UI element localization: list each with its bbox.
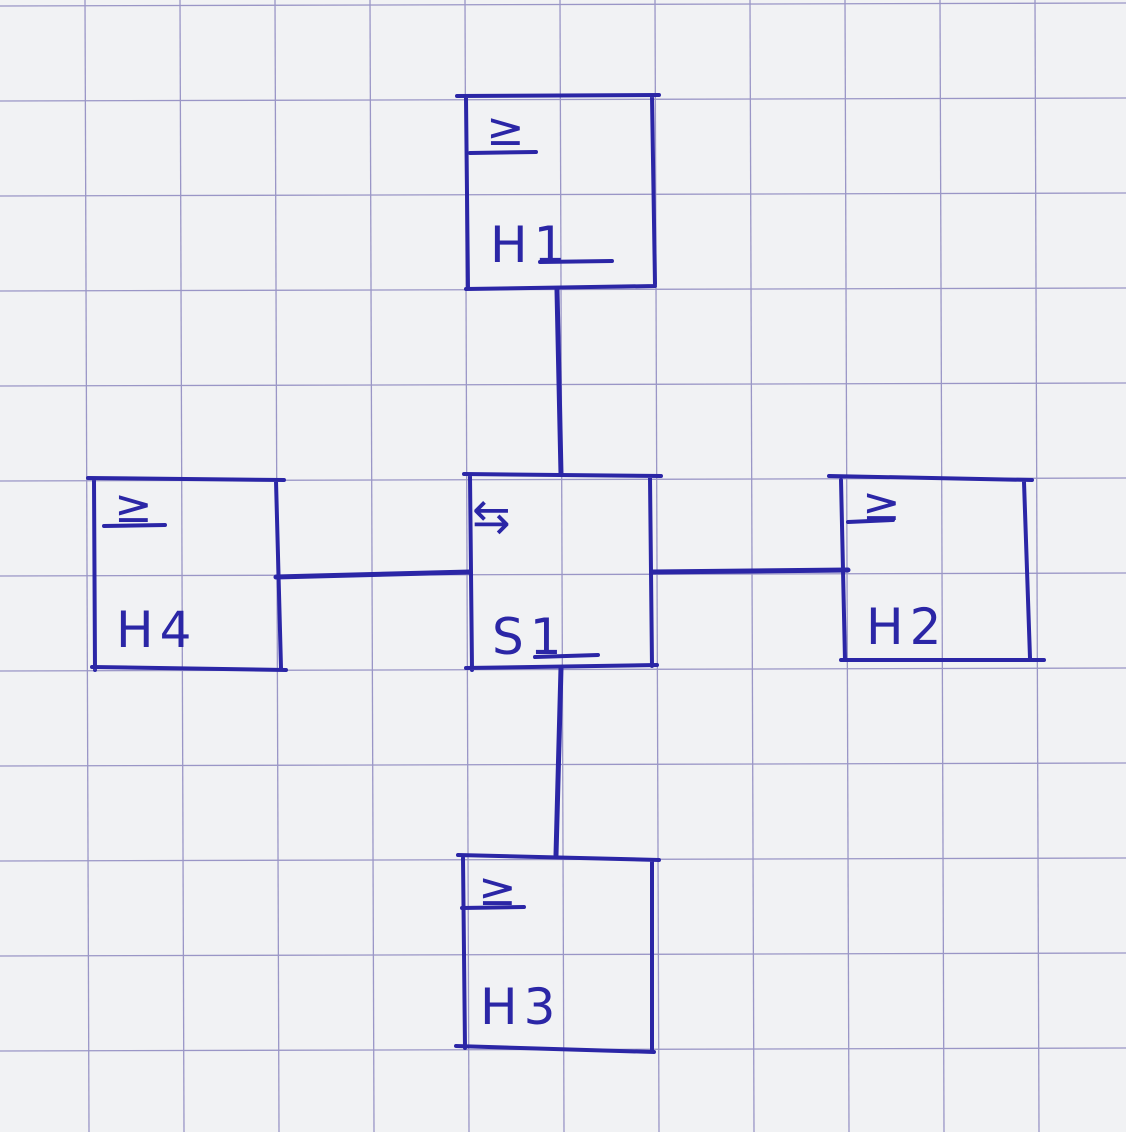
grid-line-horizontal bbox=[0, 192, 1126, 197]
grid-line-horizontal bbox=[0, 382, 1126, 387]
node-s1: ⇆ S1 bbox=[462, 472, 663, 672]
grid-line-horizontal bbox=[0, 952, 1126, 957]
terminal-icon-underline bbox=[846, 518, 895, 524]
edge-s1-h3 bbox=[553, 665, 564, 858]
edges bbox=[273, 287, 851, 858]
edge-s1-h2 bbox=[649, 567, 851, 575]
node-h1-box bbox=[455, 93, 661, 291]
edge-s1-h1 bbox=[554, 287, 564, 477]
terminal-icon: ≥ bbox=[486, 102, 525, 156]
grid-line-vertical bbox=[654, 0, 660, 1132]
grid-line-vertical bbox=[1034, 0, 1040, 1132]
grid-line-horizontal bbox=[0, 287, 1126, 292]
terminal-icon-underline bbox=[102, 523, 167, 528]
node-h2-label: H2 bbox=[866, 598, 947, 656]
grid-line-horizontal bbox=[0, 97, 1126, 102]
grid-line-vertical bbox=[369, 0, 375, 1132]
edge-s1-h4 bbox=[273, 569, 473, 580]
node-h3: ≥ H3 bbox=[454, 853, 661, 1054]
grid-line-horizontal bbox=[0, 572, 1126, 577]
node-h1-label: H1 bbox=[490, 216, 571, 274]
grid-line-vertical bbox=[559, 0, 565, 1132]
node-h2-box bbox=[827, 474, 1046, 662]
node-h3-label: H3 bbox=[480, 978, 561, 1036]
grid-line-vertical bbox=[84, 0, 90, 1132]
node-h1-label-underline bbox=[538, 259, 614, 264]
node-h3-box bbox=[454, 853, 661, 1054]
grid-line-vertical bbox=[179, 0, 185, 1132]
node-h4: ≥ H4 bbox=[86, 476, 288, 672]
switch-arrows-icon: ⇆ bbox=[472, 489, 511, 543]
grid-line-vertical bbox=[939, 0, 945, 1132]
grid-line-vertical bbox=[749, 0, 755, 1132]
grid-line-horizontal bbox=[0, 762, 1126, 767]
grid-line-horizontal bbox=[0, 2, 1126, 7]
node-h4-label: H4 bbox=[116, 601, 197, 659]
node-s1-label-underline bbox=[533, 653, 600, 659]
node-s1-box bbox=[462, 472, 663, 672]
node-h2: ≥ H2 bbox=[827, 474, 1046, 662]
grid-line-vertical bbox=[844, 0, 850, 1132]
node-h1: ≥ H1 bbox=[455, 93, 661, 291]
node-h4-box bbox=[86, 476, 288, 672]
terminal-icon-underline bbox=[468, 150, 538, 155]
terminal-icon-underline bbox=[460, 905, 526, 910]
